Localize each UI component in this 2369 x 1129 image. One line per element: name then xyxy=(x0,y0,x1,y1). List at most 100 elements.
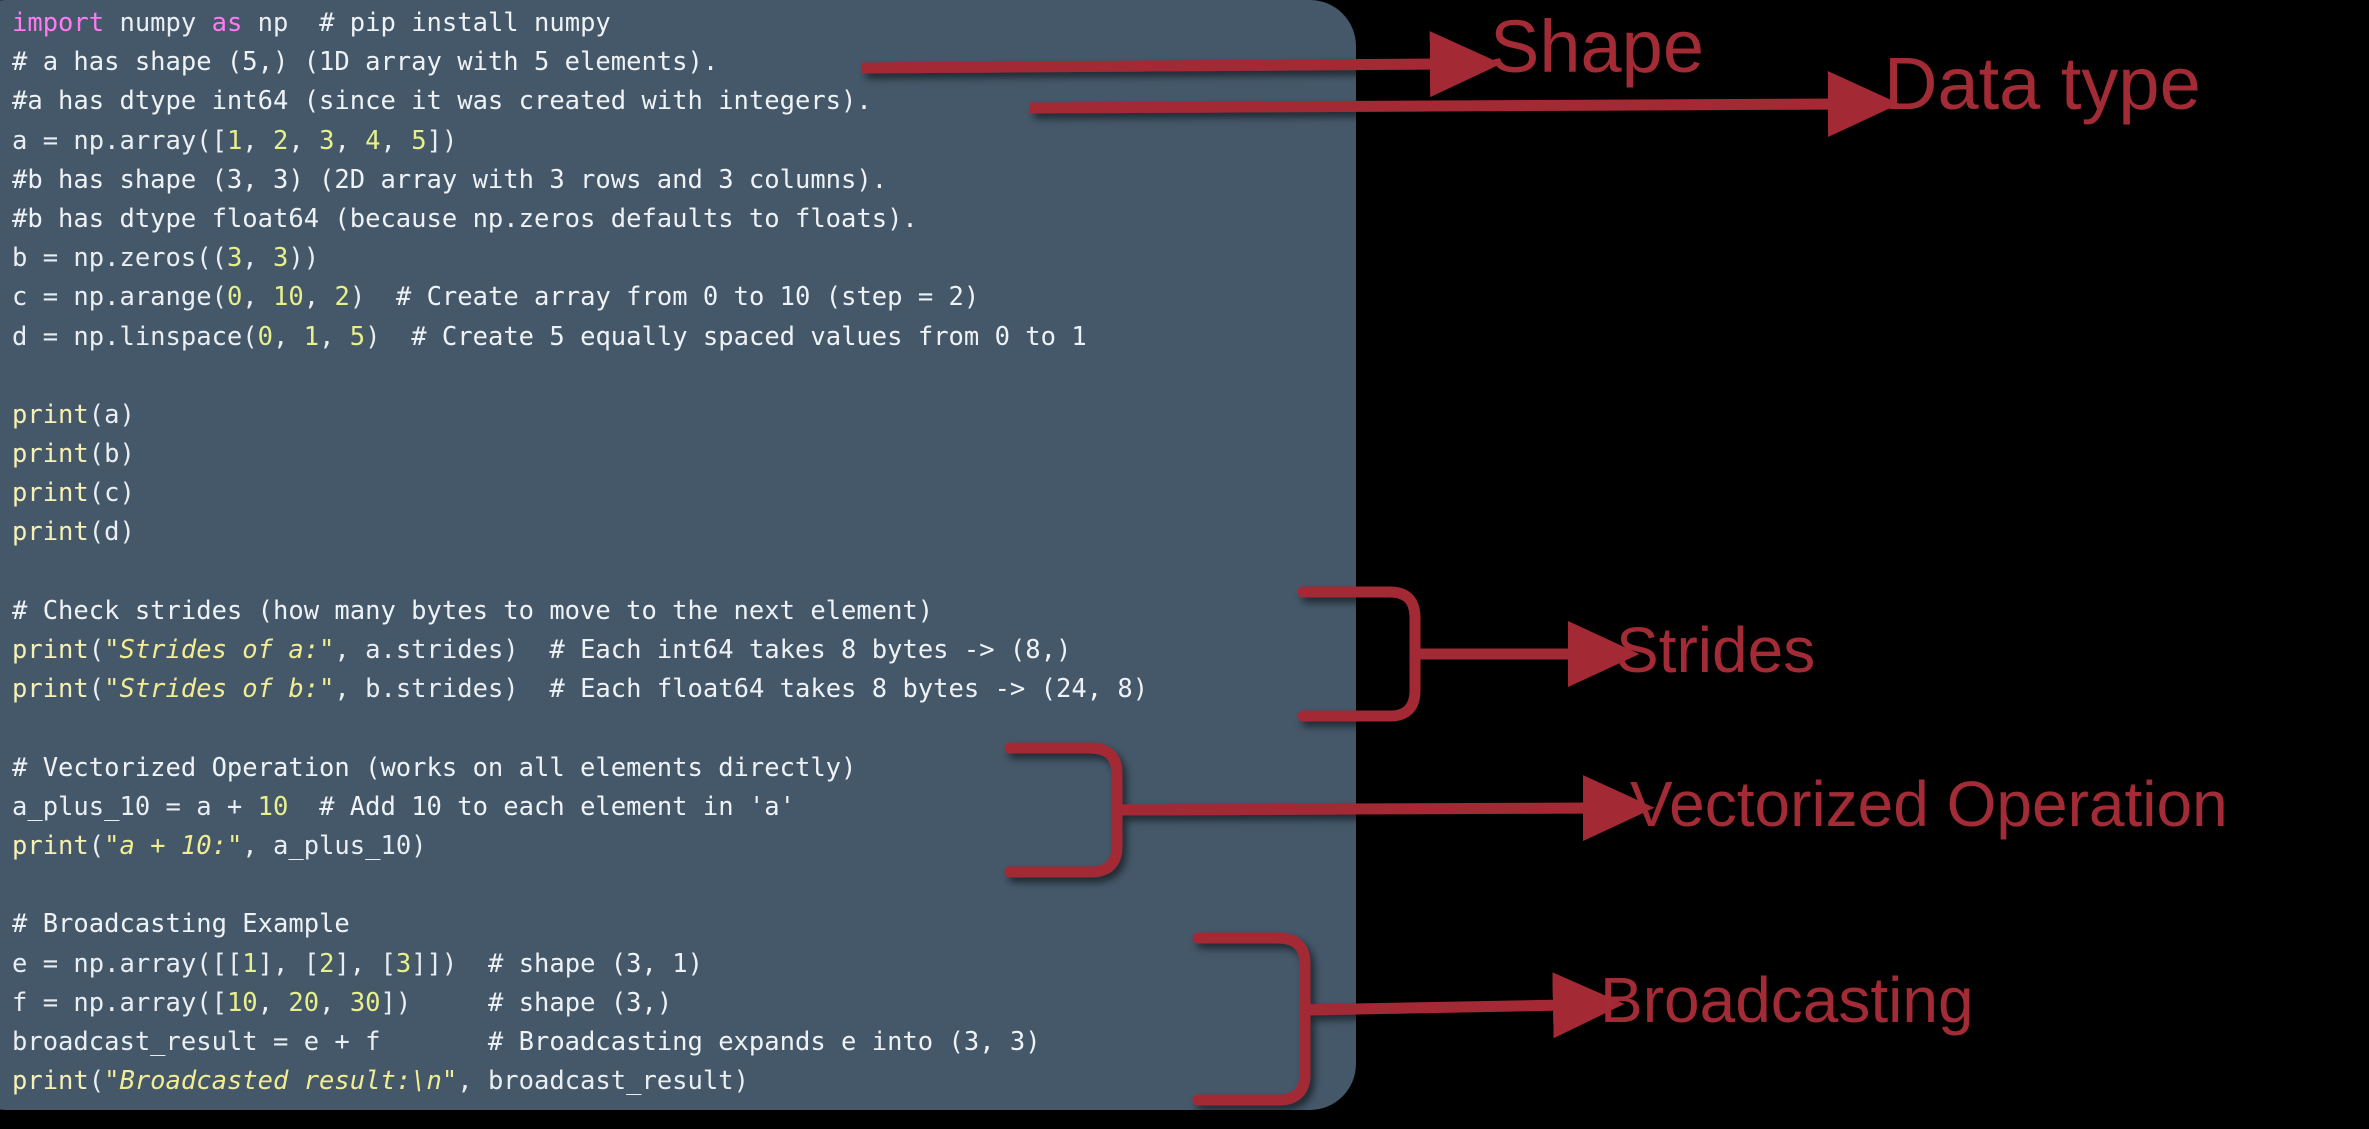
code-token: ], [ xyxy=(334,948,396,979)
code-token: "Strides of a:" xyxy=(104,635,335,665)
code-line: print("a + 10:", a_plus_10) xyxy=(12,827,1352,866)
code-token: "Strides of b:" xyxy=(104,674,335,705)
code-line xyxy=(12,709,1352,748)
code-token: , xyxy=(334,125,366,156)
code-token: 5 xyxy=(349,321,366,352)
code-line: #b has dtype float64 (because np.zeros d… xyxy=(12,200,1352,239)
code-token: as xyxy=(211,8,243,38)
code-token: , xyxy=(242,125,274,156)
code-token: 5 xyxy=(411,125,427,156)
code-token: # Broadcasting expands e into (3, 3) xyxy=(487,1026,1041,1057)
annotation-label-vectorized: Vectorized Operation xyxy=(1630,768,2228,840)
code-line: d = np.linspace(0, 1, 5) # Create 5 equa… xyxy=(12,318,1352,357)
code-line: # Vectorized Operation (works on all ele… xyxy=(12,749,1352,788)
code-token: ]) xyxy=(426,125,458,156)
code-token: b = np.zeros(( xyxy=(12,243,227,274)
code-token: # Add 10 to each element in 'a' xyxy=(319,791,795,822)
code-token: , xyxy=(319,321,350,352)
code-token: 3 xyxy=(226,243,243,274)
code-token: , a_plus_10) xyxy=(242,830,427,861)
code-token: #b has shape (3, 3) (2D array with 3 row… xyxy=(12,164,888,195)
code-token: 3 xyxy=(319,125,335,156)
code-token: c = np.arange( xyxy=(12,282,227,313)
code-token: # Create 5 equally spaced values from 0 … xyxy=(411,321,1087,352)
code-token: "Broadcasted result:\n" xyxy=(104,1066,458,1097)
code-token: ( xyxy=(88,830,105,861)
annotation-label-shape: Shape xyxy=(1490,5,1704,88)
code-token: 2 xyxy=(334,282,350,313)
code-token: #b has dtype float64 (because np.zeros d… xyxy=(12,203,918,234)
code-token: e = np.array([[ xyxy=(12,948,243,979)
code-lines: import numpy as np # pip install numpy# … xyxy=(12,4,1352,1101)
code-line: print(c) xyxy=(12,474,1352,513)
code-line: #a has dtype int64 (since it was created… xyxy=(12,82,1352,121)
code-token: (b) xyxy=(88,439,135,470)
code-token: f = np.array([ xyxy=(12,987,227,1018)
code-token: 0 xyxy=(257,321,273,352)
code-token: ) xyxy=(365,321,412,352)
code-token: 30 xyxy=(349,987,381,1018)
code-line: print(d) xyxy=(12,513,1352,552)
code-token: 2 xyxy=(273,125,289,156)
code-token: 2 xyxy=(319,948,335,979)
code-token: print xyxy=(12,1066,89,1097)
code-panel xyxy=(0,0,1356,1110)
code-line: f = np.array([10, 20, 30]) # shape (3,) xyxy=(12,984,1352,1023)
code-token: print xyxy=(12,517,89,548)
code-token: ( xyxy=(88,1066,105,1097)
code-token: (a) xyxy=(88,399,135,430)
code-token: # Each float64 takes 8 bytes -> (24, 8) xyxy=(549,674,1149,705)
code-token: , xyxy=(242,243,274,274)
code-token: , xyxy=(273,321,304,352)
code-token: , xyxy=(380,125,412,156)
code-line xyxy=(12,357,1352,396)
code-token: print xyxy=(12,439,89,470)
code-token: ( xyxy=(88,635,105,665)
code-token: ]]) xyxy=(411,948,488,979)
code-token: 20 xyxy=(288,987,320,1018)
code-token: #a has dtype int64 (since it was created… xyxy=(12,86,872,117)
code-token: 10 xyxy=(226,987,258,1018)
code-token xyxy=(288,792,319,822)
code-line: print(b) xyxy=(12,435,1352,474)
code-token: , a.strides) xyxy=(334,635,550,665)
code-token: d = np.linspace( xyxy=(12,321,258,352)
code-token: # Broadcasting Example xyxy=(12,909,350,940)
code-token: 1 xyxy=(242,948,258,979)
code-token: # shape (3,) xyxy=(488,987,673,1018)
code-line xyxy=(12,866,1352,905)
code-token: 10 xyxy=(257,791,289,822)
code-line: print("Strides of a:", a.strides) # Each… xyxy=(12,631,1352,670)
code-token: )) xyxy=(288,243,320,274)
code-token: print xyxy=(12,830,89,861)
code-token: 1 xyxy=(226,125,243,156)
code-token: 3 xyxy=(273,243,289,274)
code-token: , xyxy=(303,282,335,313)
code-token: 0 xyxy=(226,282,243,313)
code-token: print xyxy=(12,674,89,705)
code-token: broadcast_result = e + f xyxy=(12,1026,488,1057)
code-token: import xyxy=(12,8,105,38)
code-line: print(a) xyxy=(12,396,1352,435)
annotation-label-strides: Strides xyxy=(1616,614,1816,686)
code-token: # Check strides (how many bytes to move … xyxy=(12,595,934,626)
code-line xyxy=(12,553,1352,592)
code-token: # Each int64 takes 8 bytes -> (8,) xyxy=(549,635,1072,665)
code-token: a_plus_10 = a + xyxy=(12,791,258,822)
code-token: , xyxy=(257,987,289,1018)
code-token: , broadcast_result) xyxy=(457,1066,749,1097)
code-line: # a has shape (5,) (1D array with 5 elem… xyxy=(12,43,1352,82)
code-line: c = np.arange(0, 10, 2) # Create array f… xyxy=(12,278,1352,317)
code-line: e = np.array([[1], [2], [3]]) # shape (3… xyxy=(12,945,1352,984)
code-token: , xyxy=(288,125,320,156)
code-token: ) xyxy=(349,282,396,313)
code-token: numpy xyxy=(104,8,212,38)
code-token: (d) xyxy=(88,517,135,548)
annotation-label-broadcasting: Broadcasting xyxy=(1600,964,1974,1036)
code-token: 1 xyxy=(303,321,320,352)
code-token: # Vectorized Operation (works on all ele… xyxy=(12,752,857,783)
code-token: , xyxy=(242,282,274,313)
code-token: np xyxy=(242,8,320,38)
code-line: broadcast_result = e + f # Broadcasting … xyxy=(12,1023,1352,1062)
